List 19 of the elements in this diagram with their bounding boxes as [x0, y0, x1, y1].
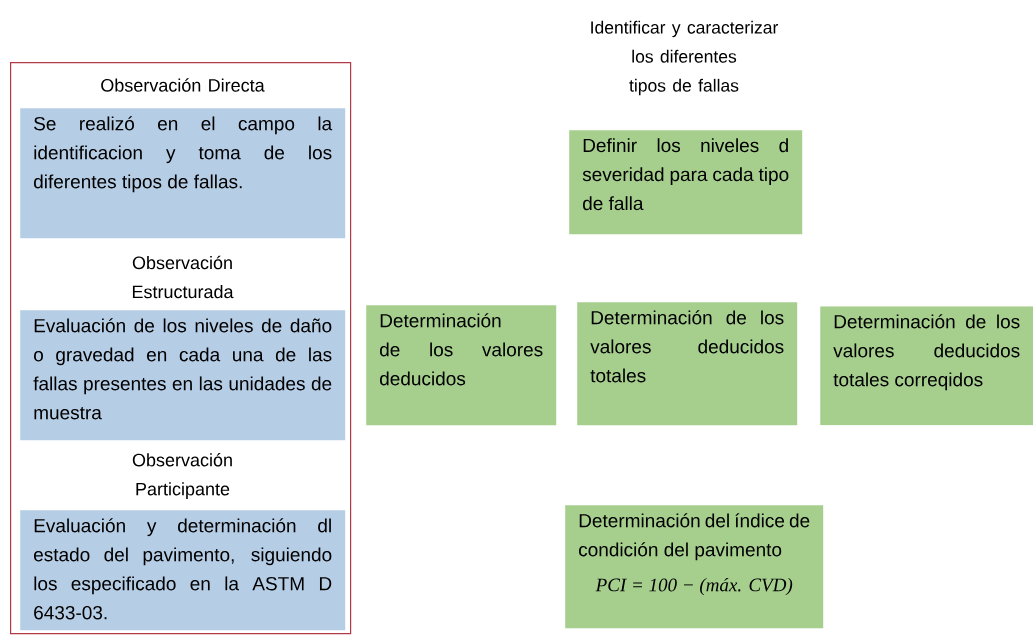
body-text: Determinación de los valores deducidos totales [590, 310, 784, 383]
heading-text: Observación Estructurada [132, 255, 234, 299]
process-box [565, 505, 824, 629]
body-text: Evaluación de los niveles de daño o gravedad en cada una de las fallas presentes en las unidades de muestra [33, 318, 332, 420]
body-text: Determinación de los valores deducidos [380, 313, 543, 386]
heading-text: Observación Participante [132, 453, 232, 499]
process-box [366, 305, 557, 426]
process-box [820, 306, 1033, 426]
body-text: Evaluación y determinación dl estado del pavimento, siguiendo los especificado en la ASTM D 6433-03. [34, 518, 332, 620]
process-box [577, 302, 798, 426]
body-text: Determinación del índice de condición del pavimento [579, 513, 810, 561]
body-text: Determinación de los valores deducidos totales correqidos [833, 314, 1020, 391]
frame-box [10, 62, 352, 635]
body-text: Se realizó en el campo la identificacion y toma de los diferentes tipos de fallas. [34, 116, 333, 193]
body-text: Definir los niveles d severidad para cada tipo de falla [582, 138, 789, 211]
heading-text: Observación Directa [101, 78, 265, 92]
formula-text: PCI = 100 − (máx. CVD) [595, 578, 793, 596]
process-box [569, 130, 803, 235]
title-text: Identificar y caracterizar los diferentes tipos de fallas [591, 20, 779, 96]
